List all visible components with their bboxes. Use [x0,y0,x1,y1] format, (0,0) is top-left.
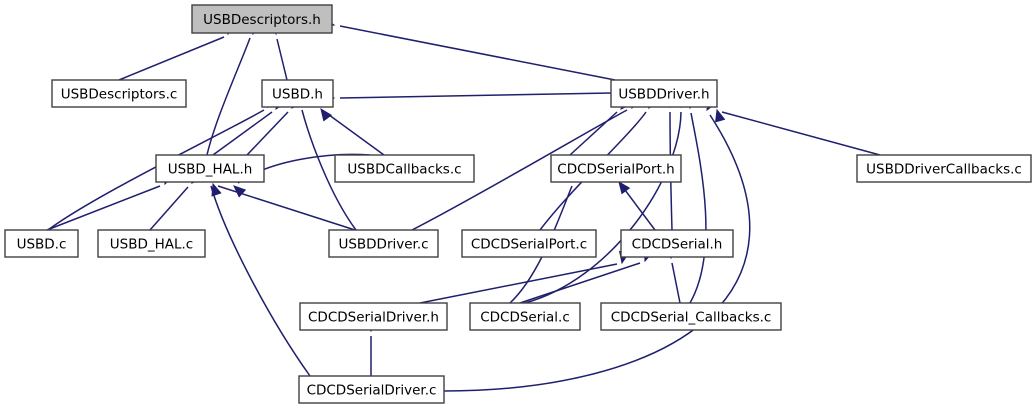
edge-cdcdserial_cb_c-to-cdcdserial_h [671,262,681,304]
node-cdcdserialport_h[interactable]: CDCDSerialPort.h [550,154,682,183]
node-cdcdserial_cb_c[interactable]: CDCDSerial_Callbacks.c [600,302,782,331]
node-label-cdcdserialdrv_h: CDCDSerialDriver.h [308,310,439,326]
node-usbdescriptors_h[interactable]: USBDescriptors.h [191,4,333,34]
node-box-usbddriver_h[interactable] [610,79,718,108]
edge-usbddrivercb_c-to-usbddriver_h [721,111,881,156]
node-cdcdserialdrv_c[interactable]: CDCDSerialDriver.c [298,375,445,404]
edge-cdcdserial_h-to-cdcdserialport_h [621,185,656,231]
edge-usbd_c-to-usbd_hal_h [46,185,161,231]
node-cdcdserialport_c[interactable]: CDCDSerialPort.c [461,229,597,258]
edge-usbd_h-to-usbdescriptors_h [276,38,288,81]
node-usbddrivercb_c[interactable]: USBDDriverCallbacks.c [856,154,1032,183]
node-label-cdcdserialport_h: CDCDSerialPort.h [557,162,674,178]
arrowhead-usbdcallbacks_c-to-usbd_h [320,107,333,122]
node-label-usbd_h: USBD.h [272,87,323,103]
node-box-usbddrivercb_c[interactable] [856,154,1032,183]
edge-usbd_hal_h-to-usbd_h [212,111,273,156]
node-usbd_hal_h[interactable]: USBD_HAL.h [155,154,265,183]
node-label-usbd_hal_h: USBD_HAL.h [168,162,253,178]
node-usbd_hal_c[interactable]: USBD_HAL.c [97,229,206,258]
edge-cdcdserial_c-to-cdcdserial_h [519,262,641,304]
edge-usbddriver_c-to-usbddriver_h [411,109,628,231]
edge-cdcdserialdrv_h-to-cdcdserial_h [419,263,618,304]
node-box-cdcdserial_c[interactable] [469,302,581,331]
node-box-cdcdserialdrv_c[interactable] [298,375,445,404]
node-box-usbd_c[interactable] [4,229,79,258]
node-label-usbdescriptors_c: USBDescriptors.c [61,87,178,103]
node-usbd_h[interactable]: USBD.h [261,79,334,108]
node-label-cdcdserial_cb_c: CDCDSerial_Callbacks.c [611,310,772,326]
node-label-usbd_hal_c: USBD_HAL.c [110,237,193,253]
node-box-usbd_hal_h[interactable] [155,154,265,183]
node-box-usbdescriptors_c[interactable] [51,79,187,108]
edge-cdcdserialport_h-to-usbddriver_h [569,111,618,156]
node-usbdcallbacks_c[interactable]: USBDCallbacks.c [334,154,475,183]
arrowhead-usbdcallbacks_c-to-usbd_hal_h [233,185,247,198]
node-cdcdserial_c[interactable]: CDCDSerial.c [469,302,581,331]
node-usbddriver_h[interactable]: USBDDriver.h [610,79,718,108]
node-box-usbdcallbacks_c[interactable] [334,154,475,183]
node-box-usbddriver_c[interactable] [328,229,439,258]
node-usbddriver_c[interactable]: USBDDriver.c [328,229,439,258]
edge-cdcdserialdrv_c-to-usbd_hal_h [210,185,311,377]
edge-usbd_hal_h-to-usbdescriptors_h [206,37,251,156]
node-label-usbdescriptors_h: USBDescriptors.h [203,12,321,28]
node-label-usbd_c: USBD.c [17,237,67,253]
node-box-cdcdserialport_c[interactable] [461,229,597,258]
node-usbdescriptors_c[interactable]: USBDescriptors.c [51,79,187,108]
node-cdcdserial_h[interactable]: CDCDSerial.h [620,229,734,258]
node-box-cdcdserialdrv_h[interactable] [299,302,448,331]
node-label-usbddriver_h: USBDDriver.h [618,87,709,103]
edge-usbdescriptors_c-to-usbdescriptors_h [118,36,225,81]
node-box-cdcdserialport_h[interactable] [550,154,682,183]
edge-usbddriver_c-to-usbd_h [301,109,357,231]
node-label-cdcdserialport_c: CDCDSerialPort.c [471,237,587,253]
edge-usbddriver_h-to-usbd_h [339,92,612,99]
edge-cdcdserial_c-to-usbddriver_h [524,111,682,304]
edge-usbddriver_h-to-usbdescriptors_h [339,25,616,81]
node-label-usbddriver_c: USBDDriver.c [338,237,428,253]
node-label-usbddrivercb_c: USBDDriverCallbacks.c [866,162,1022,178]
node-box-usbdescriptors_h[interactable] [191,4,333,34]
node-label-usbdcallbacks_c: USBDCallbacks.c [347,162,461,178]
node-label-cdcdserial_h: CDCDSerial.h [632,237,723,253]
node-label-cdcdserial_c: CDCDSerial.c [480,310,570,326]
edge-cdcdserial_cb_c-to-usbddriver_h [689,112,707,304]
edge-usbdcallbacks_c-to-usbd_h [324,111,385,156]
edge-usbd_hal_c-to-usbd_hal_h [149,186,189,231]
arrowhead-cdcdserial_h-to-cdcdserialport_h [618,180,631,195]
node-cdcdserialdrv_h[interactable]: CDCDSerialDriver.h [299,302,448,331]
arrowhead-usbddrivercb_c-to-usbddriver_h [715,108,726,123]
node-box-usbd_hal_c[interactable] [97,229,206,258]
edges-layer [46,17,881,392]
edge-usbd_hal_h-to-usbd_h [246,111,289,156]
node-label-cdcdserialdrv_c: CDCDSerialDriver.c [307,383,437,399]
node-box-cdcdserial_h[interactable] [620,229,734,258]
node-usbd_c[interactable]: USBD.c [4,229,79,258]
node-box-cdcdserial_cb_c[interactable] [600,302,782,331]
node-box-usbd_h[interactable] [261,79,334,108]
